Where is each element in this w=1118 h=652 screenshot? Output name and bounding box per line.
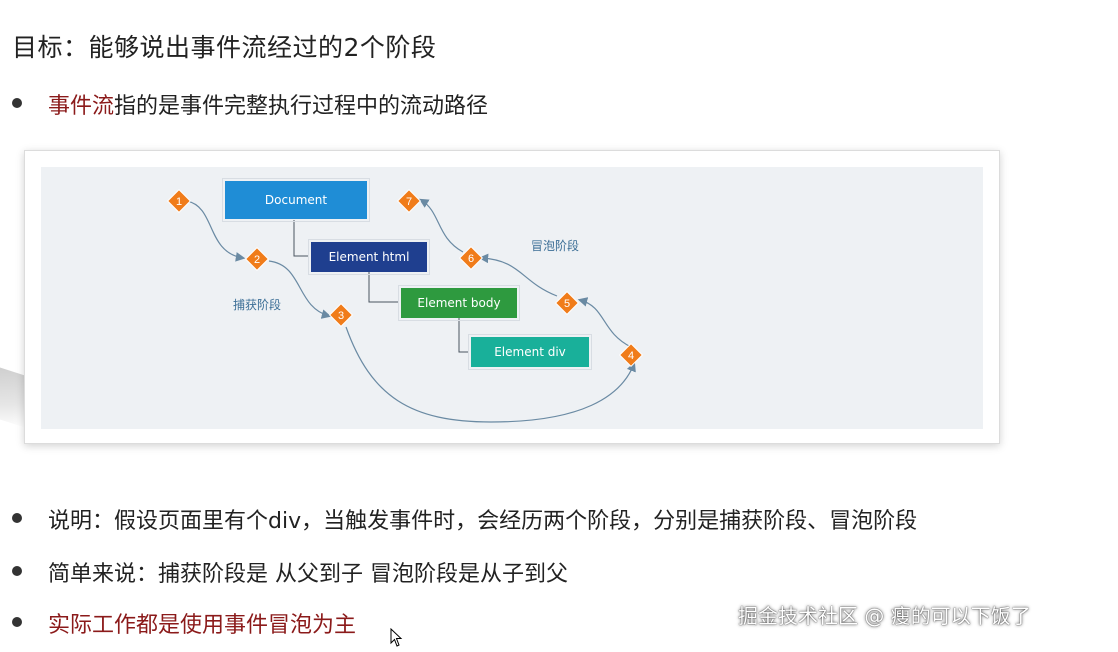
svg-text:3: 3 [338,310,344,322]
step-marker-3: 3 [328,302,354,328]
diagram-canvas: 1 2 3 4 5 [41,167,983,429]
tree-connectors [293,220,469,353]
bullet-dot [12,513,22,523]
connector-html-body [368,272,399,303]
capture-phase-label: 捕获阶段 [233,298,282,312]
node-element-div: Element div [468,334,592,370]
mouse-cursor-icon [390,627,404,652]
connector-document-html [293,220,309,257]
bubble-arrow-6-7 [418,198,464,253]
svg-text:1: 1 [176,196,182,208]
step-marker-5: 5 [554,290,580,316]
step-marker-2: 2 [244,246,270,272]
svg-text:2: 2 [254,254,260,266]
event-flow-term: 事件流 [48,94,115,119]
capture-arrow-1-2 [186,200,246,262]
capture-arrow-3-4 [345,326,636,423]
event-flow-diagram: 1 2 3 4 5 [24,150,1000,444]
bubble-arrow-4-5 [577,297,632,348]
step-marker-6: 6 [458,245,484,271]
practice-line: 实际工作都是使用事件冒泡为主 [48,613,357,638]
svg-text:7: 7 [406,196,412,208]
capture-path [186,200,636,423]
bullet-dot [12,566,22,576]
step-marker-1: 1 [166,188,192,214]
bubble-phase-label: 冒泡阶段 [531,239,580,253]
bullet-dot [12,617,22,627]
watermark: 掘金技术社区 @ 瘦的可以下饭了 [738,604,1031,628]
capture-arrow-2-3 [268,260,332,319]
svg-text:6: 6 [468,253,474,265]
bullet-dot [12,98,22,108]
step-marker-7: 7 [396,188,422,214]
node-document: Document [222,178,370,222]
connector-body-div [458,318,469,353]
explanation-line: 说明：假设页面里有个div，当触发事件时，会经历两个阶段，分别是捕获阶段、冒泡阶… [48,509,918,534]
intro-line: 事件流指的是事件完整执行过程中的流动路径 [48,88,488,120]
page-title: 目标：能够说出事件流经过的2个阶段 [12,33,437,62]
svg-text:5: 5 [564,298,570,310]
svg-text:4: 4 [628,350,634,362]
bubble-path [418,198,632,348]
event-flow-definition: 指的是事件完整执行过程中的流动路径 [114,94,489,119]
node-element-html: Element html [308,239,430,275]
step-markers: 1 2 3 4 5 [166,188,644,368]
bubble-arrow-5-6 [478,253,558,297]
diagram-connectors: 1 2 3 4 5 [166,188,644,423]
node-element-body: Element body [398,285,520,321]
step-marker-4: 4 [618,342,644,368]
summary-line: 简单来说：捕获阶段是 从父到子 冒泡阶段是从子到父 [48,562,568,587]
